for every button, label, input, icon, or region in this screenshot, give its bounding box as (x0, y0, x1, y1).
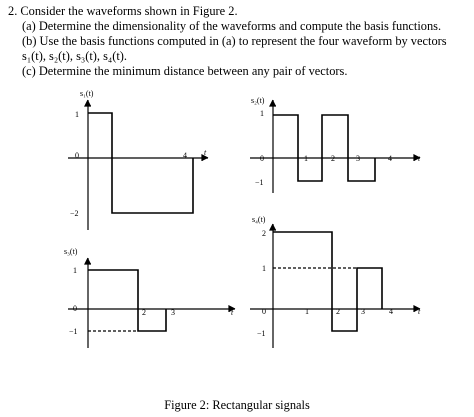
s2-ytick-0: 0 (260, 154, 264, 163)
s4-x-arrow (413, 305, 421, 312)
s2-xtick-2: 2 (331, 154, 335, 163)
s3-ytick-1: 1 (73, 266, 77, 275)
plot-s3 (68, 257, 236, 348)
s1-ytick-1: 1 (75, 110, 79, 119)
s4-xtick-2: 2 (336, 307, 340, 316)
s4-waveform (273, 231, 383, 332)
s4-t-label: t (418, 307, 421, 316)
s3-waveform (88, 269, 167, 332)
s1-ytick-0: 0 (75, 151, 79, 160)
s1-waveform (88, 112, 194, 214)
s2-x-arrow (413, 154, 421, 161)
question-a: (a) Determine the dimensionality of the … (22, 19, 442, 33)
s3-x-arrow (228, 305, 236, 312)
s4-ytick-neg1: −1 (257, 329, 266, 338)
s4-xtick-1: 1 (305, 307, 309, 316)
s2-xtick-1: 1 (304, 154, 308, 163)
plot-s1 (68, 99, 209, 230)
s1-t-label: t (204, 148, 207, 157)
s4-ytick-2: 2 (262, 229, 266, 238)
s2-ytick-1: 1 (260, 109, 264, 118)
s2-xtick-4: 4 (388, 154, 392, 163)
s1-y-arrow (84, 99, 91, 107)
s2-xtick-3: 3 (356, 154, 360, 163)
question-c: (c) Determine the minimum distance betwe… (22, 64, 348, 78)
s3-ylabel: s₃(t) (64, 247, 78, 256)
question-b: (b) Use the basis functions computed in … (22, 34, 447, 48)
s2-y-arrow (269, 99, 276, 107)
s4-ytick-1: 1 (262, 264, 266, 273)
s1-ylabel: s₁(t) (80, 89, 94, 98)
s3-t-label: t (231, 308, 234, 317)
s4-xtick-3: 3 (361, 307, 365, 316)
plot-s2 (250, 99, 421, 193)
s1-xtick-4: 4 (183, 151, 187, 160)
plot-s4 (250, 223, 421, 348)
question-b-signals: s₁(t), s₂(t), s₃(t), s₄(t). (22, 49, 128, 63)
problem-title: 2. Consider the waveforms shown in Figur… (8, 4, 238, 18)
s3-ytick-neg1: −1 (69, 327, 78, 336)
s3-y-arrow (84, 257, 91, 265)
s2-ytick-neg1: −1 (255, 178, 264, 187)
s1-ytick-neg2: −2 (70, 209, 79, 218)
s2-ylabel: s₂(t) (251, 96, 265, 105)
s4-ylabel: s₄(t) (252, 215, 266, 224)
s3-ytick-0: 0 (73, 304, 77, 313)
s2-waveform (273, 114, 376, 182)
figure-caption: Figure 2: Rectangular signals (164, 398, 310, 412)
s1-x-arrow (201, 154, 209, 161)
s4-xtick-4: 4 (389, 307, 393, 316)
problem-text: 2. Consider the waveforms shown in Figur… (8, 4, 474, 79)
s3-xtick-2: 2 (142, 308, 146, 317)
s4-ytick-0: 0 (262, 307, 266, 316)
s2-t-label: t (418, 154, 421, 163)
s4-y-arrow (269, 223, 276, 231)
s3-xtick-3: 3 (171, 308, 175, 317)
